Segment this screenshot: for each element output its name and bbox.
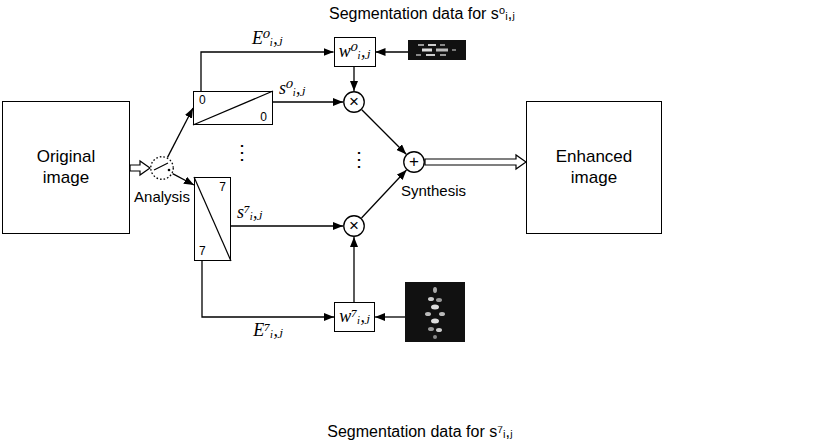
segmentation-image	[405, 282, 465, 342]
operator-circle: ×	[343, 91, 365, 113]
signal-line	[375, 316, 405, 317]
signal-label: s⁷ᵢ,ⱼ	[236, 202, 263, 223]
stage-label: Analysis	[133, 188, 191, 206]
dotted-circle	[150, 156, 174, 180]
signal-line	[273, 101, 343, 102]
subband-index: 7	[199, 245, 206, 257]
segmentation-map: Segmentation data for s⁰ᵢ,ⱼ	[408, 40, 466, 60]
signal-line	[376, 51, 409, 52]
weight-box: w⁷ᵢ,ⱼ	[334, 302, 375, 332]
signal-line	[353, 67, 354, 91]
signal-line	[173, 174, 194, 185]
weight-label: w⁷ᵢ,ⱼ	[339, 307, 369, 327]
operator-circle: ×	[343, 215, 365, 237]
segmentation-heading: Segmentation data for s⁷ᵢ,ⱼ	[327, 422, 512, 441]
subband-index: 7	[219, 181, 226, 193]
image-box: Enhanced image	[526, 101, 662, 234]
subband-box: 00	[193, 91, 273, 125]
signal-line	[353, 237, 354, 302]
segmentation-map: Segmentation data for s⁷ᵢ,ⱼ	[405, 282, 465, 342]
operator-symbol: ×	[343, 91, 365, 113]
signal-line	[201, 52, 334, 91]
segmentation-heading: Segmentation data for s⁰ᵢ,ⱼ	[329, 4, 515, 23]
signal-line	[202, 261, 334, 317]
subband-box: 77	[194, 177, 231, 261]
box-label: Enhanced image	[552, 147, 636, 188]
signal-label: s⁰ᵢ,ⱼ	[278, 78, 306, 99]
signal-label: E⁷ᵢ,ⱼ	[252, 320, 283, 341]
operator-symbol: +	[403, 151, 425, 173]
weight-box: w⁰ᵢ,ⱼ	[334, 37, 376, 67]
segmentation-image	[408, 40, 466, 60]
signal-line	[362, 110, 406, 154]
operator-circle: +Synthesis	[403, 151, 425, 173]
ellipsis-mark: ⋮	[349, 149, 369, 169]
analysis-switch: Analysis	[150, 156, 174, 180]
operator-symbol: ×	[343, 215, 365, 237]
ellipsis-mark: ⋮	[232, 142, 252, 162]
signal-label: E⁰ᵢ,ⱼ	[251, 28, 283, 49]
box-label: Original image	[24, 147, 108, 188]
image-box: Original image	[2, 101, 130, 234]
signal-line	[168, 108, 193, 157]
stage-label: Synthesis	[400, 182, 467, 200]
hollow-arrow	[425, 155, 526, 169]
signal-line	[231, 225, 343, 226]
subband-index: 0	[199, 94, 206, 106]
hollow-arrow	[130, 161, 150, 175]
weight-label: w⁰ᵢ,ⱼ	[339, 42, 370, 62]
subband-index: 0	[260, 111, 267, 123]
